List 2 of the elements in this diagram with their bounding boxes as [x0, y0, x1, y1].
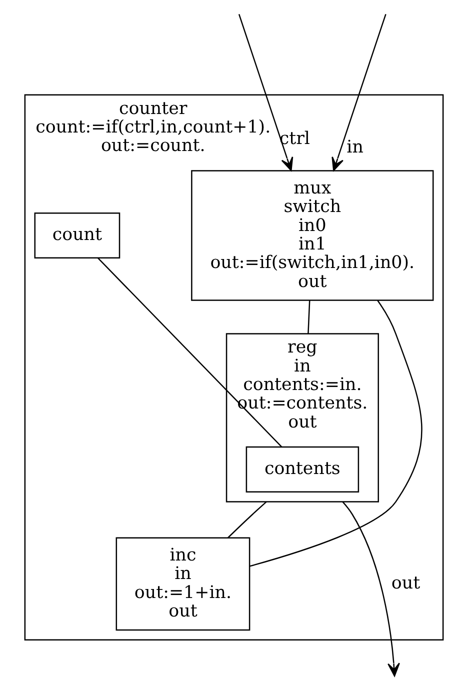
edge-label: out [390, 574, 420, 594]
edge-label: in [346, 137, 363, 158]
